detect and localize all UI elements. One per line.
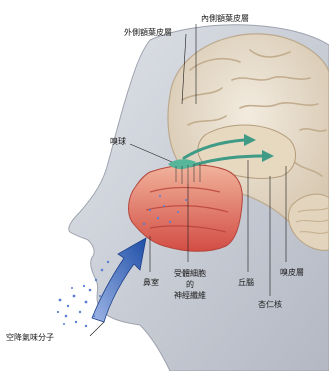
label-odor-molecules: 空降氣味分子 [6,333,54,343]
label-receptor-line-1: 受體細胞 [174,268,206,279]
label-receptor-line-3: 神經纖維 [174,290,206,301]
label-amygdala: 杏仁核 [258,300,282,310]
label-lateral-frontal-cortex: 外側額葉皮層 [124,28,172,38]
label-receptor-line-2: 的 [174,279,206,290]
label-olfactory-bulb: 嗅球 [110,137,126,147]
label-nasal-cavity: 鼻室 [143,278,159,288]
label-medial-frontal-cortex: 內側額葉皮層 [201,14,249,24]
label-olfactory-cortex: 嗅皮層 [280,268,304,278]
label-thalamus: 丘腦 [238,278,254,288]
label-receptor-nerve-fibers: 受體細胞 的 神經纖維 [174,268,206,301]
